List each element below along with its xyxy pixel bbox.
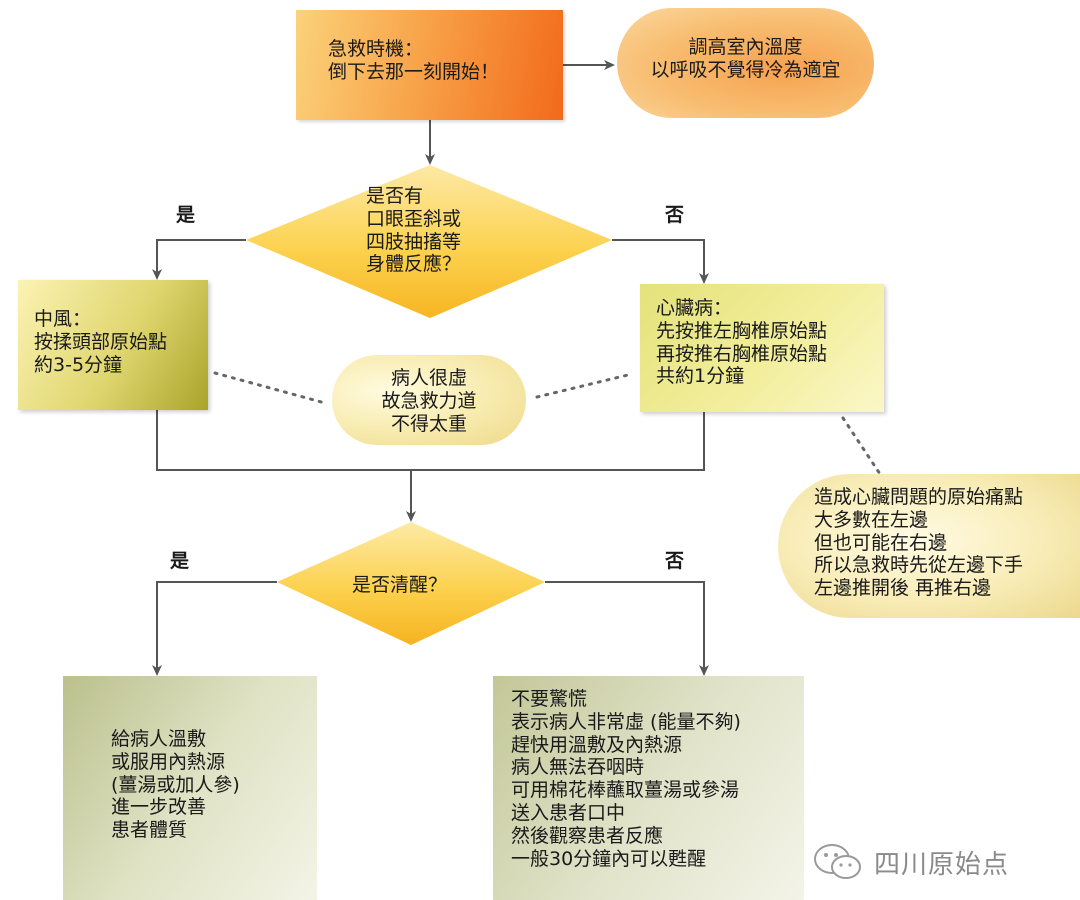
temperature-node: 調高室內溫度 以呼吸不覺得冷為適宜	[617, 8, 874, 118]
arrow-decision-to-stroke	[152, 239, 246, 280]
arrow-decision-to-conscious	[152, 581, 277, 676]
weak-patient-note: 病人很虛 故急救力道 不得太重	[332, 355, 526, 445]
arrow-decision-to-heart	[612, 239, 709, 284]
conscious-node: 給病人溫敷 或服用內熱源 (薑湯或加人參) 進一步改善 患者體質	[63, 676, 317, 900]
decision-conscious-text: 是否清醒？	[352, 574, 448, 596]
dotted-link-stroke-weak	[213, 371, 327, 405]
dotted-link-heart-weak	[535, 372, 634, 399]
no-label-1: 否	[665, 204, 685, 226]
heart-pain-point-note: 造成心臟問題的原始痛點 大多數在左邊 但也可能在右邊 所以急救時先從左邊下手 左…	[778, 474, 1080, 618]
stroke-node: 中風： 按揉頭部原始點 約3-5分鐘	[18, 280, 208, 410]
start-node: 急救時機： 倒下去那一刻開始！	[296, 10, 563, 120]
watermark-text: 四川原始点	[874, 849, 1010, 880]
decision-conscious-diamond	[277, 522, 545, 645]
wechat-icon	[812, 842, 864, 882]
merge-line	[156, 410, 705, 471]
unconscious-node: 不要驚慌 表示病人非常虛 (能量不夠) 趕快用溫敷及內熱源 病人無法吞咽時 可用…	[493, 676, 804, 900]
yes-label-2: 是	[170, 550, 190, 572]
arrow-decision-to-unconscious	[545, 581, 709, 676]
yes-label-1: 是	[176, 204, 196, 226]
heart-disease-node: 心臟病： 先按推左胸椎原始點 再按推右胸椎原始點 共約1分鐘	[640, 284, 884, 412]
decision-reaction-diamond	[246, 165, 612, 318]
no-label-2: 否	[665, 550, 685, 572]
dotted-link-heart-note	[841, 416, 882, 476]
decision-reaction-text: 是否有 口眼歪斜或 四肢抽搐等 身體反應？	[366, 185, 462, 276]
watermark: 四川原始点	[812, 838, 1009, 886]
